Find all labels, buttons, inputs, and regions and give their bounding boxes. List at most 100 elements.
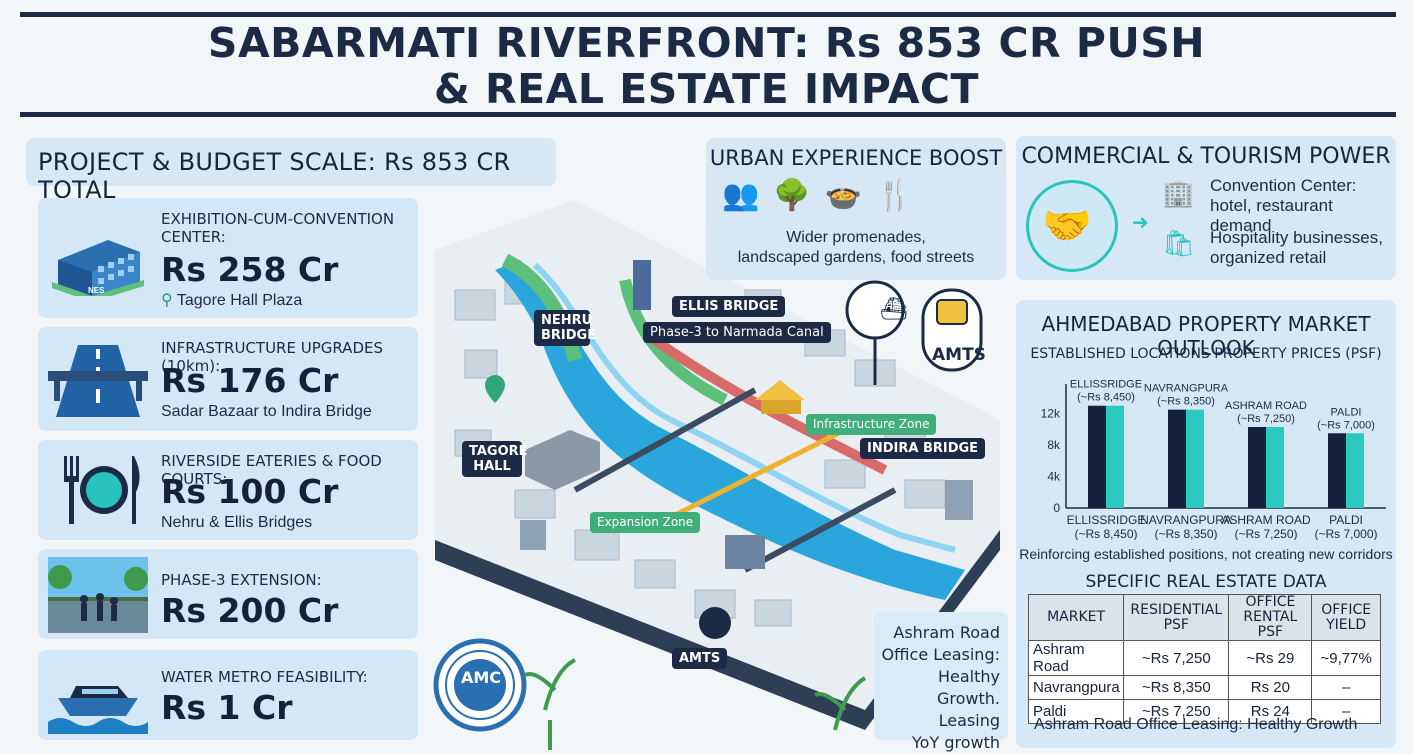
budget-card-convention: NES EXHIBITION-CUM-CONVENTION CENTER: Rs… — [38, 198, 418, 318]
commercial-convention-text: Convention Center:hotel, restaurant dema… — [1210, 176, 1357, 235]
bar-bottom-label: (~Rs 7,250) — [1234, 527, 1297, 540]
market-footer: Ashram Road Office Leasing: Healthy Grow… — [1034, 716, 1358, 733]
garden-icon: 🌳 — [773, 179, 825, 212]
col-office-yield: OFFICE YIELD — [1311, 594, 1381, 641]
table-row: Ashram Road~Rs 7,250~Rs 29~9,77% — [1027, 640, 1381, 676]
bar — [1248, 426, 1266, 508]
cell: Paldi — [1027, 699, 1125, 724]
bar — [1186, 409, 1204, 508]
map-label-indira: INDIRA BRIDGE — [860, 438, 986, 459]
bar-top-label: (~Rs 8,350) — [1157, 396, 1215, 408]
cell: Ashram Road — [1027, 640, 1125, 676]
cell: ~9,77% — [1311, 640, 1381, 676]
cell: Rs 20 — [1228, 675, 1313, 700]
arrow-right-icon: ➜ — [1132, 212, 1149, 234]
cell: – — [1311, 675, 1381, 700]
col-residential: RESIDENTIAL PSF — [1123, 594, 1230, 641]
bar-bottom-label: ASHRAM ROAD — [1221, 513, 1311, 527]
budget-card-eateries: RIVERSIDE EATERIES & FOOD COURTS: Rs 100… — [38, 440, 418, 540]
budget-card-infrastructure: INFRASTRUCTURE UPGRADES (10km): Rs 176 C… — [38, 327, 418, 431]
col-market: MARKET — [1027, 594, 1125, 641]
bar — [1088, 405, 1106, 508]
bar-top-label: (~Rs 7,000) — [1317, 419, 1375, 431]
bar — [1328, 433, 1346, 508]
bar — [1168, 409, 1186, 508]
map-label-infrastructure-zone: Infrastructure Zone — [806, 414, 937, 435]
budget-card-phase3: PHASE-3 EXTENSION: Rs 200 Cr — [38, 549, 418, 639]
bar-bottom-label: (~Rs 8,450) — [1074, 527, 1137, 540]
y-tick-label: 8k — [1047, 438, 1061, 452]
infrastructure-amount: Rs 176 Cr — [161, 361, 339, 400]
chart-title: ESTABLISHED LOCATIONS PROPERTY PRICES (P… — [1030, 346, 1382, 362]
eateries-amount: Rs 100 Cr — [161, 472, 339, 511]
bar-bottom-label: NAVRANGPURA — [1140, 513, 1232, 527]
urban-icons: 👥🌳🍲🍴 — [722, 178, 927, 213]
map-label-amts-pin: AMTS — [932, 345, 986, 365]
urban-panel: URBAN EXPERIENCE BOOST 👥🌳🍲🍴 Wider promen… — [706, 138, 1006, 280]
bar-top-label: ASHRAM ROAD — [1225, 400, 1307, 412]
budget-heading: PROJECT & BUDGET SCALE: Rs 853 CR TOTAL — [38, 148, 511, 204]
convention-amount: Rs 258 Cr — [161, 250, 339, 289]
commercial-heading: COMMERCIAL & TOURISM POWER — [1021, 144, 1391, 169]
bar-top-label: ELLISSRIDGE — [1070, 379, 1142, 391]
phase3-label: PHASE-3 EXTENSION: — [161, 571, 322, 589]
bar-bottom-label: (~Rs 8,350) — [1154, 527, 1217, 540]
amc-seal-label: AMC — [461, 668, 502, 687]
cell: Navrangpura — [1027, 675, 1125, 700]
bar-top-label: PALDI — [1331, 406, 1362, 418]
cell: ~Rs 7,250 — [1123, 699, 1230, 724]
bar-top-label: (~Rs 8,450) — [1077, 392, 1135, 404]
infrastructure-label: INFRASTRUCTURE UPGRADES (10km): — [161, 339, 383, 375]
chart-caption: Reinforcing established positions, not c… — [1019, 546, 1393, 562]
cell: ~Rs 8,350 — [1123, 675, 1230, 700]
bar-bottom-label: (~Rs 7,000) — [1314, 527, 1377, 540]
phase3-amount: Rs 200 Cr — [161, 591, 339, 630]
page-title: SABARMATI RIVERFRONT: Rs 853 CR PUSH & R… — [207, 19, 1206, 113]
market-heading: AHMEDABAD PROPERTY MARKET OUTLOOK — [1041, 312, 1371, 360]
bar — [1266, 426, 1284, 508]
budget-heading-box: PROJECT & BUDGET SCALE: Rs 853 CR TOTAL — [26, 138, 556, 204]
map-label-ellis: ELLIS BRIDGE — [672, 296, 786, 317]
dining-icon: 🍴 — [876, 179, 928, 212]
map-label-nehru: NEHRU BRIDGE — [534, 310, 596, 346]
eateries-label: RIVERSIDE EATERIES & FOOD COURTS: — [161, 452, 382, 488]
header-bottom-rule — [20, 112, 1396, 117]
table-title: SPECIFIC REAL ESTATE DATA — [1085, 572, 1327, 592]
y-tick-label: 4k — [1047, 470, 1061, 484]
bar-bottom-label: ELLISSRIDGE — [1067, 513, 1146, 527]
hotel-icon: 🏢 — [1162, 178, 1195, 208]
location-pin-icon: ⚲ — [161, 292, 173, 309]
cell: Rs 24 — [1228, 699, 1313, 724]
water-metro-label: WATER METRO FEASIBILITY: — [161, 668, 368, 686]
header-top-rule — [20, 12, 1396, 17]
shopping-bag-icon: 🛍 — [1162, 228, 1196, 258]
bar-top-label: NAVRANGPURA — [1144, 383, 1229, 395]
handshake-icon: 🤝 — [1042, 204, 1092, 248]
bar — [1106, 405, 1124, 508]
convention-label: EXHIBITION-CUM-CONVENTION CENTER: — [161, 210, 395, 246]
y-tick-label: 0 — [1053, 501, 1060, 515]
bar — [1346, 433, 1364, 508]
bar-top-label: (~Rs 7,250) — [1237, 413, 1295, 425]
promenade-icon — [48, 557, 148, 633]
real-estate-table: MARKET RESIDENTIAL PSF OFFICE RENTAL PSF… — [1027, 594, 1381, 724]
col-office-rental: OFFICE RENTAL PSF — [1228, 594, 1313, 641]
water-metro-amount: Rs 1 Cr — [161, 688, 293, 727]
ferry-icon: ⛴ — [880, 296, 908, 321]
urban-text: Wider promenades,landscaped gardens, foo… — [737, 229, 975, 266]
y-tick-label: 12k — [1041, 407, 1061, 421]
map-label-expansion-zone: Expansion Zone — [590, 512, 701, 533]
table-header-row: MARKET RESIDENTIAL PSF OFFICE RENTAL PSF… — [1027, 594, 1381, 641]
urban-heading: URBAN EXPERIENCE BOOST — [709, 146, 1003, 170]
eateries-location: Nehru & Ellis Bridges — [161, 514, 313, 531]
cell: ~Rs 29 — [1228, 640, 1313, 676]
boat-icon — [48, 686, 148, 734]
convention-location: ⚲ Tagore Hall Plaza — [161, 292, 303, 309]
handshake-circle — [1026, 180, 1118, 272]
plate-icon — [64, 456, 140, 524]
nes-badge: NES — [88, 286, 105, 295]
cell: ~Rs 7,250 — [1123, 640, 1230, 676]
